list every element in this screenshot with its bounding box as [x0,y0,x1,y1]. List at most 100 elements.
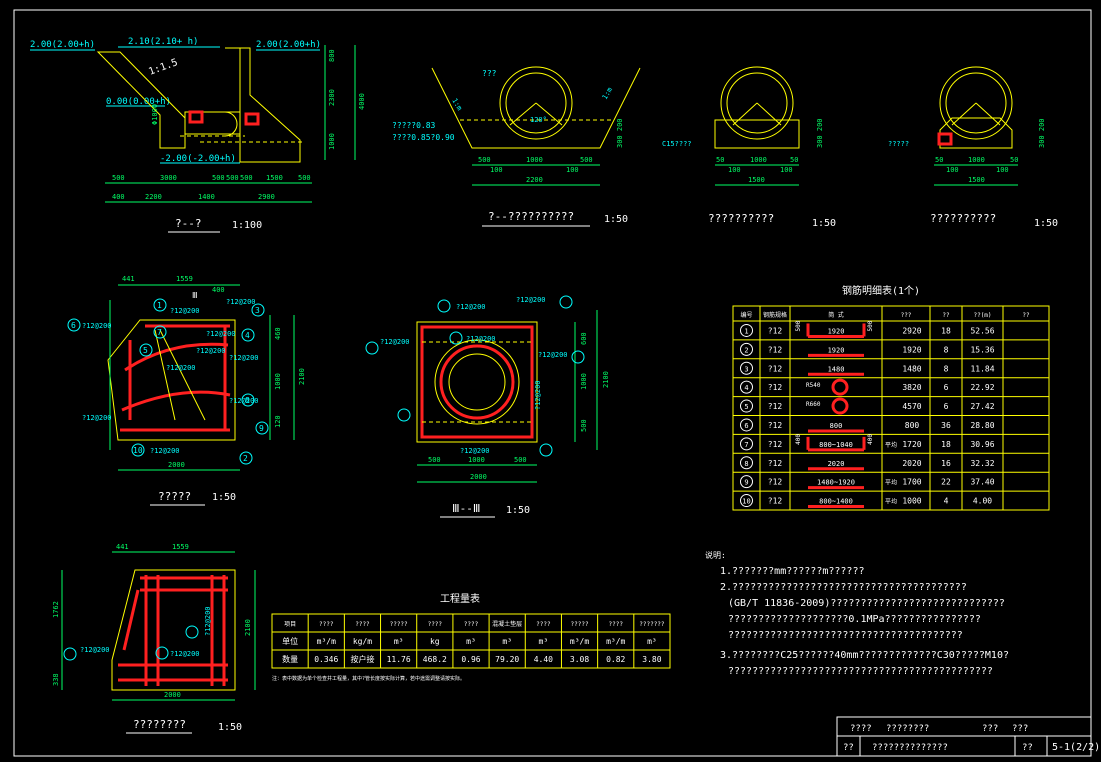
table-cell: ?12 [768,345,783,354]
dim: 500 [580,419,588,432]
dim: 50 [1010,156,1018,164]
callout: 7 [157,328,162,337]
dim: 500 [428,456,441,464]
rebar-label: ?12@200 [204,606,212,636]
dim: 100 [996,166,1009,174]
table-cell: 500 [795,320,802,331]
table-cell: 5 [744,403,748,411]
table-cell: 0.82 [606,655,625,664]
callout: 2 [243,454,248,463]
table-cell: ???? [428,621,443,628]
table-cell: 3.80 [642,655,661,664]
table-cell: R660 [806,401,821,408]
view-scale: 1:50 [218,722,242,733]
table-cell: ?12 [768,421,783,430]
table-cell: ?12 [768,364,783,373]
dim-bottom: 500 [298,174,311,182]
table-cell: ??????? [639,621,665,628]
table-cell: 单位 [282,636,298,646]
dim: 50 [716,156,724,164]
rebar-number-circle [740,437,753,451]
dim: 500 [580,156,593,164]
title-cell: ???????? [886,724,929,734]
table-cell: m³ [394,637,404,646]
view-title: Ⅲ--Ⅲ [452,502,480,515]
dim: 1000 [968,156,985,164]
label: C15???? [662,140,692,148]
level-label: 2.00(2.00+h) [256,40,321,50]
dim: 1500 [748,176,765,184]
dim: 1000 [468,456,485,464]
view-scale: 1:50 [1034,218,1058,229]
rebar-label: ?12@200 [534,380,542,410]
table-cell: 1480 [828,365,845,373]
table-cell: 37.40 [970,478,994,487]
title-cell: ??? [1012,724,1028,734]
view-title: ?--? [175,217,202,230]
table-cell: ???? [536,621,551,628]
section-mark: Ⅲ [192,291,198,300]
table-cell: 平均 [885,441,897,449]
view-scale: 1:50 [506,505,530,516]
table-cell: 8 [944,364,949,373]
dim: 2200 [526,176,543,184]
table-cell: 3.08 [570,655,589,664]
rebar-label: ?12@200 [196,347,226,355]
table-cell: 1920 [902,345,921,354]
dim: 300 200 [1038,118,1046,148]
rebar-label: ?12@200 [80,646,110,654]
table-cell: 16 [941,459,951,468]
rebar-label: ?12@200 [516,296,546,304]
table-header: 简 式 [828,311,844,319]
rebar-label: ?12@200 [460,447,490,455]
rebar-label: ?12@200 [82,414,112,422]
title-cell: ??? [982,724,998,734]
table-cell: 4 [944,497,949,506]
table-header: 钢筋规格 [763,311,787,319]
table-cell: 1000 [902,497,921,506]
table-cell: 400 [795,434,802,445]
label: ????0.85?0.90 [392,133,455,142]
table-cell: ?12 [768,326,783,335]
rebar-number-circle [740,380,753,394]
table-header: ?? [942,312,950,319]
notes-block: 说明: 1.???????mm??????m?????? 2.?????????… [705,550,1009,677]
dim: 460 [274,327,282,340]
dim: 2100 [602,371,610,388]
rebar-label: ?12@200 [82,322,112,330]
table-cell: 项目 [284,621,296,628]
table-cell: ?12 [768,440,783,449]
table-cell: ???? [464,621,479,628]
label: ????? [888,140,909,148]
table-cell: 11.84 [970,364,994,373]
table-footnote: 注：表中数据为单个检查井工程量，其中?管长度按实际计算，若中途需调整请按实际。 [272,675,465,682]
view-scale: 1:50 [812,218,836,229]
table-cell: ????? [390,621,408,628]
drawing-number: 5-1(2/2) [1052,742,1100,753]
table-cell: 28.80 [970,421,994,430]
table-cell: 1920 [828,327,845,335]
dim: 2000 [470,473,487,481]
table-cell: 15.36 [970,345,994,354]
dim: 2000 [164,691,181,699]
table-frame [732,305,1050,511]
title-cell: ?????????????? [872,743,948,753]
table-cell: 27.42 [970,402,994,411]
table-cell: 按户接 [350,654,374,664]
table-cell: 32.32 [970,459,994,468]
table-cell: 平均 [885,479,897,487]
level-label: 2.00(2.00+h) [30,40,95,50]
rebar-label: ?12@200 [206,330,236,338]
table-cell: ?12 [768,402,783,411]
rebar-mark [244,112,260,126]
table-grid: 项目?????????????????????混凝土垫层????????????… [272,614,670,668]
sheet-border [13,9,1092,757]
dim-bottom: 3000 [160,174,177,182]
table-cell: 800 [905,421,920,430]
pipe-section-1: ??? ?????0.83 ????0.85?0.90 1:m 1:m 120°… [392,66,641,227]
dim: 1762 [52,601,60,618]
table-cell: m³ [647,637,657,646]
table-cell: 2020 [828,460,845,468]
